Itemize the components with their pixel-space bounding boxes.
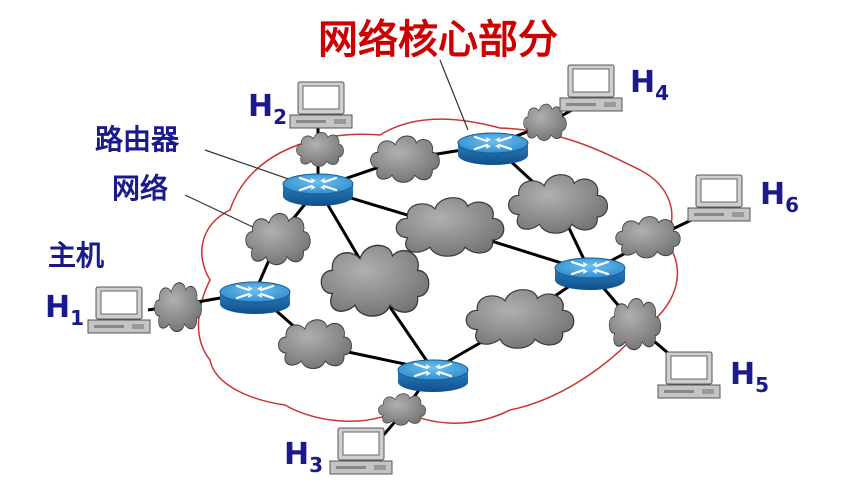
network-label: 网络 (112, 172, 169, 205)
network-cloud (153, 282, 203, 332)
host-letter: H (284, 437, 310, 472)
host-label-h1: H1 (45, 290, 85, 330)
host-label-h3: H3 (284, 437, 324, 477)
computer-icon-h1 (87, 286, 151, 334)
diagram-title: 网络核心部分 (318, 17, 558, 63)
router-icon (218, 280, 292, 316)
host-label: 主机 (48, 239, 105, 272)
router-label-pointer (204, 149, 301, 184)
host-label-h5: H5 (730, 357, 770, 397)
host-label-h6: H6 (760, 177, 800, 217)
network-cloud (465, 289, 575, 349)
host-subscript: 6 (785, 193, 800, 217)
host-subscript: 2 (273, 105, 288, 129)
computer-icon-h2 (289, 81, 353, 129)
host-letter: H (45, 290, 71, 325)
network-cloud (245, 212, 311, 266)
host-letter: H (248, 89, 274, 124)
computer-icon-h4 (559, 64, 623, 112)
network-cloud (608, 297, 662, 351)
network-cloud (296, 131, 344, 167)
host-subscript: 4 (655, 81, 670, 105)
host-label-h2: H2 (248, 89, 288, 129)
router-icon (281, 172, 355, 208)
host-subscript: 1 (70, 306, 85, 330)
network-cloud (395, 197, 505, 257)
host-letter: H (630, 65, 656, 100)
network-label-pointer (184, 194, 256, 229)
host-letter: H (760, 177, 786, 212)
host-label-h4: H4 (630, 65, 670, 105)
router-icon (396, 358, 470, 394)
network-cloud (507, 174, 609, 234)
computer-icon-h3 (329, 427, 393, 475)
network-cloud (320, 244, 430, 317)
router-icon (553, 256, 627, 292)
computer-icon-h6 (687, 174, 751, 222)
network-cloud (370, 135, 440, 183)
router-icon (456, 131, 530, 167)
network-cloud (615, 216, 681, 259)
host-subscript: 3 (309, 453, 324, 477)
network-cloud (277, 319, 353, 369)
core-outline (197, 118, 679, 424)
router-label: 路由器 (95, 123, 180, 156)
network-cloud (378, 393, 426, 426)
title-pointer (439, 59, 469, 131)
host-subscript: 5 (755, 373, 770, 397)
computer-icon-h5 (657, 351, 721, 399)
host-letter: H (730, 357, 756, 392)
